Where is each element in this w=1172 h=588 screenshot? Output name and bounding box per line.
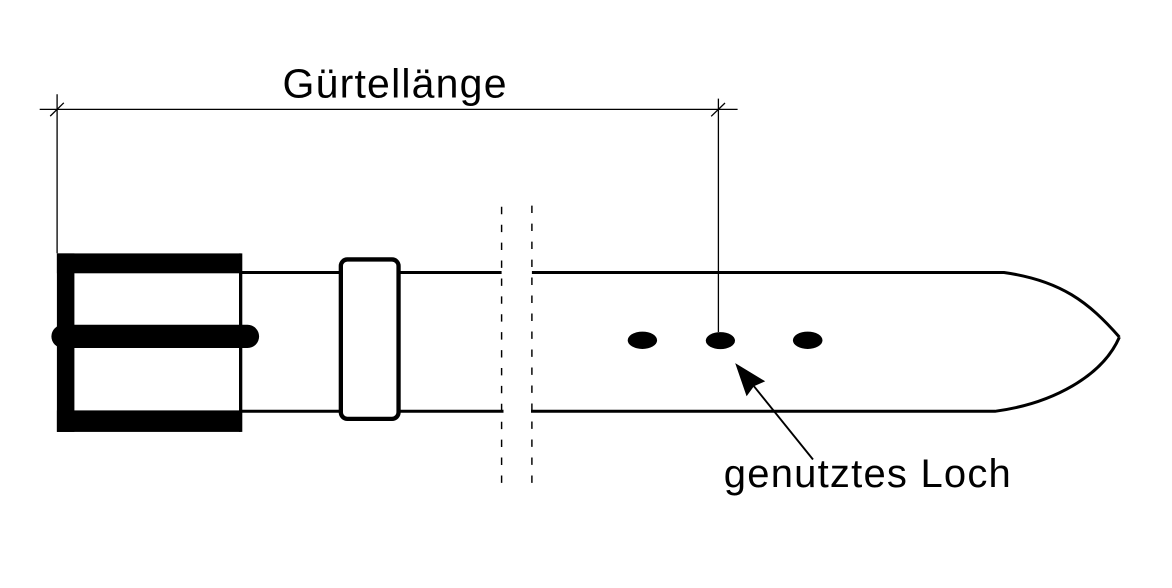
svg-text:genutztes Loch: genutztes Loch <box>724 452 1011 496</box>
svg-text:Gürtellänge: Gürtellänge <box>283 61 507 107</box>
